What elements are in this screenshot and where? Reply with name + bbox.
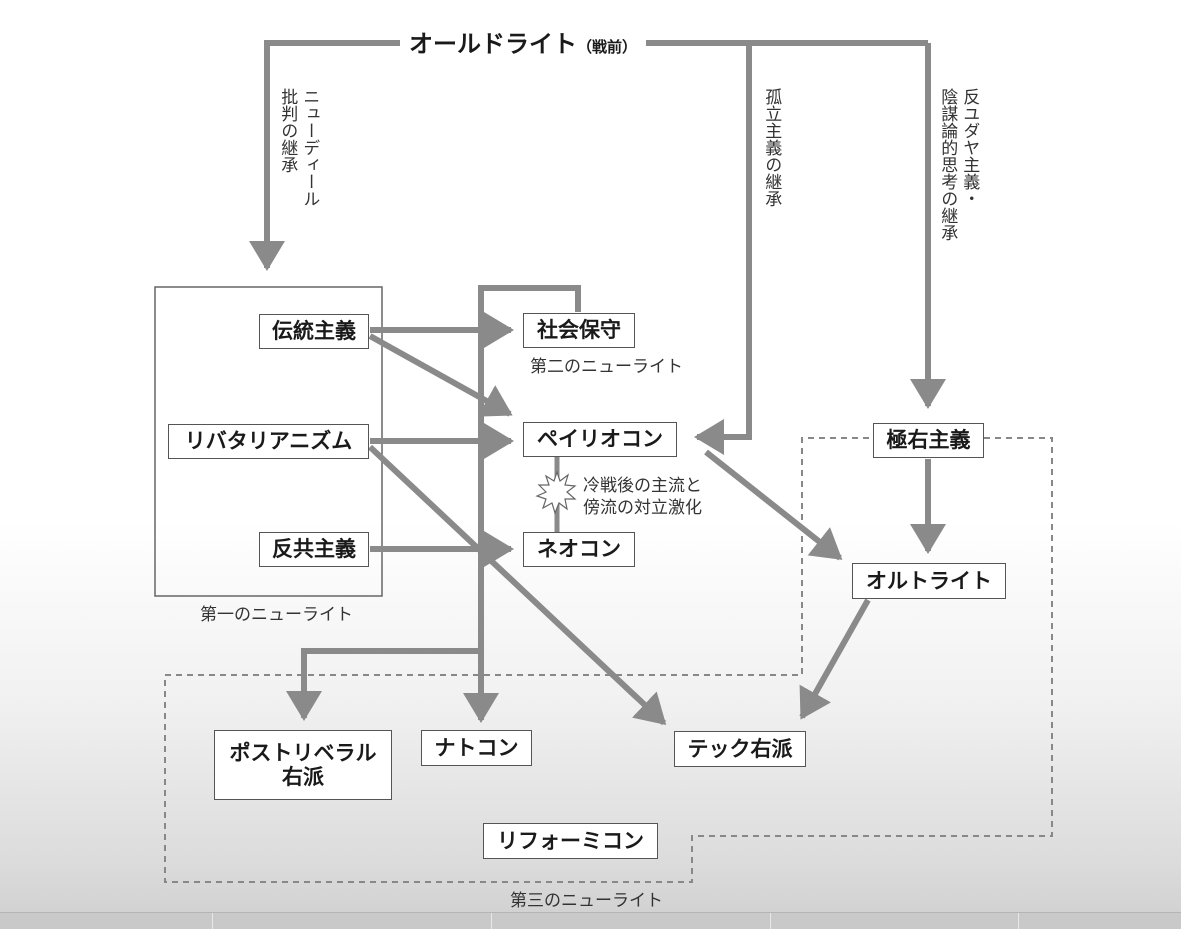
- isolationism-arrow: [694, 43, 752, 455]
- traditionalism-node: 伝統主義: [259, 314, 369, 349]
- second-new-right-caption: 第二のニューライト: [530, 357, 683, 377]
- anti-semitism-label-line2: 陰謀論的思考の継承: [937, 88, 958, 241]
- alt-right-to-tech-right-arrow: [799, 598, 871, 720]
- post-liberal-line2: 右派: [282, 765, 324, 789]
- reformicon-node: リフォーミコン: [483, 823, 658, 859]
- neocon-node: ネオコン: [523, 532, 635, 567]
- third-new-right-caption: 第三のニューライト: [510, 891, 663, 911]
- post-liberal-line1: ポストリベラル: [229, 740, 377, 765]
- social-to-trunk-line: [463, 285, 581, 723]
- anti-communism-node: 反共主義: [259, 532, 369, 567]
- old-right-title-sub: （戦前）: [576, 38, 637, 56]
- libertarianism-node: リバタリアニズム: [168, 424, 369, 459]
- alt-right-node: オルトライト: [852, 563, 1006, 599]
- old-right-title-main: オールドライト: [408, 30, 577, 58]
- paleocon-node: ペイリオコン: [523, 422, 677, 457]
- social-conservative-node: 社会保守: [523, 313, 635, 348]
- new-deal-label-line1: ニューディール: [299, 88, 320, 207]
- old-right-branch-left-arrow: [249, 40, 400, 271]
- tech-right-node: テック右派: [674, 731, 806, 767]
- first-new-right-caption: 第一のニューライト: [200, 605, 353, 625]
- conflict-burst-icon: [535, 470, 577, 515]
- bottom-edge-strip: [0, 912, 1181, 929]
- arrows: [249, 40, 946, 726]
- conflict-text-line2: 傍流の対立激化: [583, 498, 702, 518]
- old-right-title: オールドライト（戦前）: [400, 24, 646, 58]
- post-liberal-right-node: ポストリベラル 右派: [214, 730, 392, 800]
- trunk-to-post-liberal-arrow: [286, 648, 481, 721]
- libertarianism-to-tech-right-arrow: [367, 444, 667, 726]
- third-new-right-group: [164, 437, 1053, 883]
- traditionalism-to-paleocon-arrow: [368, 333, 513, 417]
- natcon-node: ナトコン: [421, 730, 532, 766]
- isolationism-label: 孤立主義の継承: [761, 88, 782, 207]
- paleocon-to-alt-right-arrow: [704, 449, 843, 561]
- new-deal-label-line2: 批判の継承: [277, 88, 298, 173]
- conflict-text-line1: 冷戦後の主流と: [583, 476, 702, 496]
- far-right-node: 極右主義: [873, 423, 984, 458]
- anti-semitism-label-line1: 反ユダヤ主義・: [959, 88, 980, 207]
